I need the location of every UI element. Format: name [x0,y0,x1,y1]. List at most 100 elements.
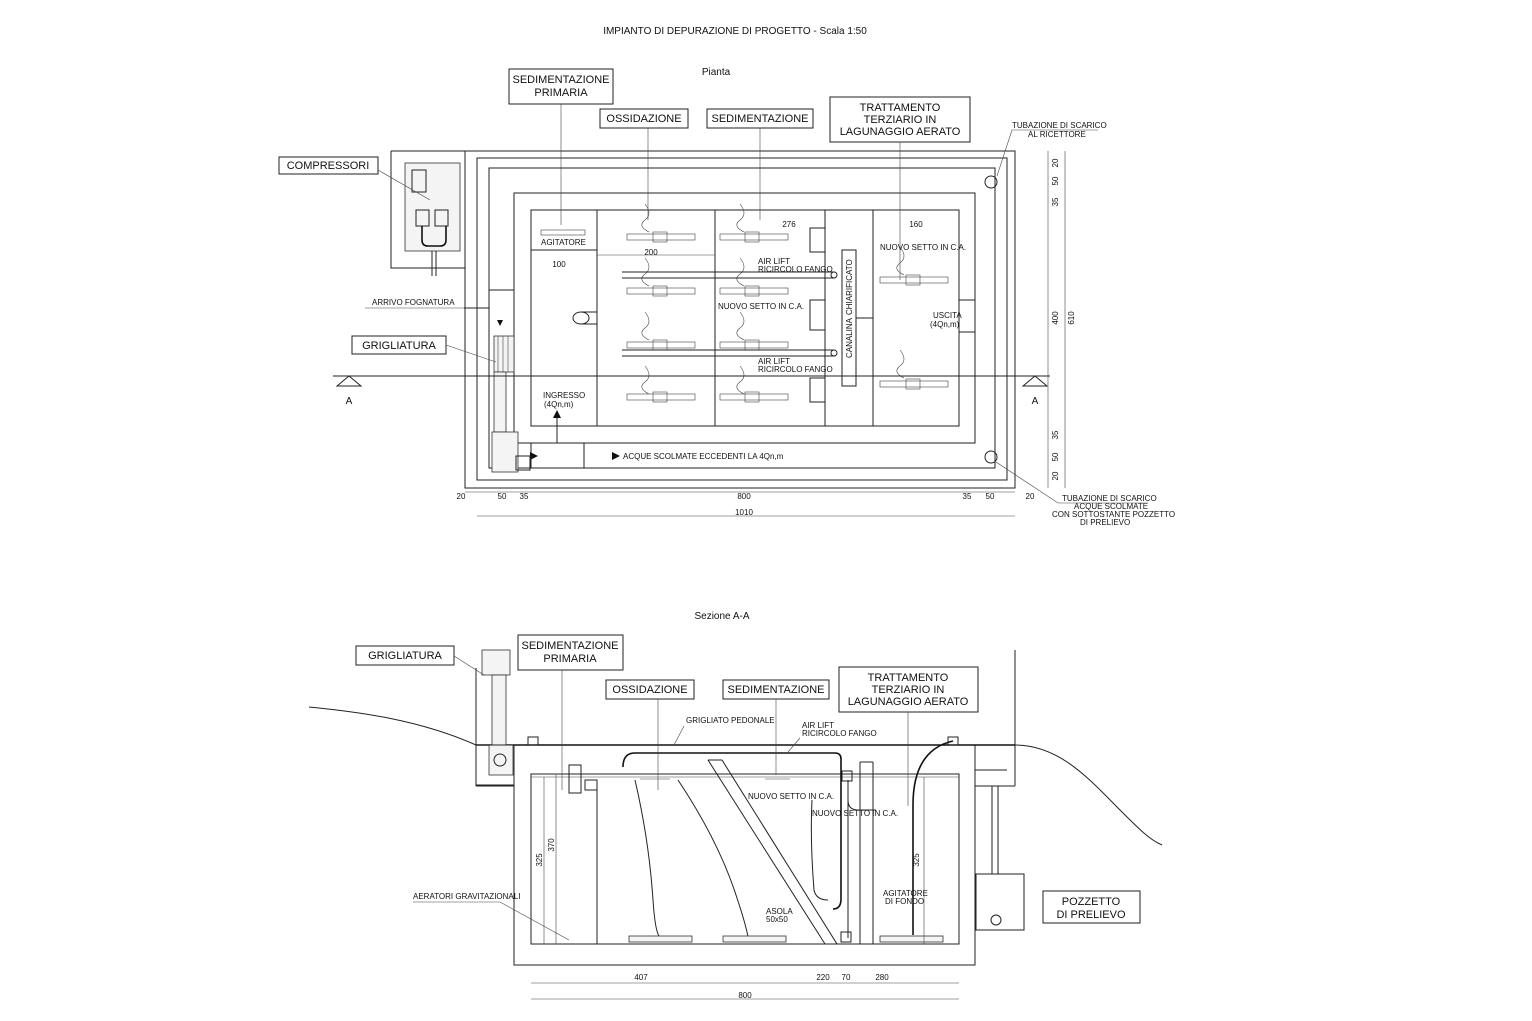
air-lift-pipes [622,271,838,357]
plan-tank-wall [513,192,976,444]
plan-aerators [540,203,949,403]
section-trattamento-line3: LAGUNAGGIO AERATO [848,696,969,708]
section-mark-right: A [1032,396,1039,407]
screen-equipment [464,289,531,473]
note-tubazione-ricettore-1: TUBAZIONE DI SCARICO [1012,121,1107,130]
dim-section-800: 800 [738,991,752,1000]
plan-outer-wall-inner [476,157,1008,481]
section-sed-primaria-box [517,634,624,671]
plan-sedimentazione-label: SEDIMENTAZIONE [712,113,809,125]
section-ossidazione-box [605,679,695,700]
section-grigliatura-label: GRIGLIATURA [368,650,442,662]
note-agitatore-fondo-1: AGITATORE [883,889,928,898]
dim-bottom-20a: 20 [457,492,466,501]
dim-section-280: 280 [875,973,889,982]
dim-bottom-35b: 35 [963,492,972,501]
note-asola-2: 50x50 [766,915,788,924]
section-tank-inner [530,773,960,945]
section-ossidazione-label: OSSIDAZIONE [612,684,687,696]
overflow-pipe-icon [984,450,998,464]
dim-section-220: 220 [816,973,830,982]
terrain-left [308,706,477,746]
dim-bottom-800: 800 [737,492,751,501]
note-arrivo-fognatura: ARRIVO FOGNATURA [372,298,455,307]
note-nuovo-setto-2: NUOVO SETTO IN C.A. [718,302,804,311]
dim-bottom-20b: 20 [1026,492,1035,501]
plan-trattamento-line1: TRATTAMENTO [860,102,941,114]
dim-v-20b: 20 [1051,471,1060,480]
dim-v-35a: 35 [1051,197,1060,206]
note-air-lift-b2: RICIRCOLO FANGO [758,365,833,374]
note-tubazione-scarico-4: DI PRELIEVO [1080,518,1130,527]
dim-v-50a: 50 [1051,176,1060,185]
dim-100: 100 [552,260,566,269]
compressor-unit [390,150,465,276]
note-grigliato-pedonale: GRIGLIATO PEDONALE [686,716,775,725]
note-nuovo-setto-1: NUOVO SETTO IN C.A. [880,243,966,252]
note-uscita-1: USCITA [933,311,962,320]
dim-total-1010: 1010 [735,508,753,517]
inlet-arrow-icon [553,410,561,418]
note-tubazione-scarico-3: CON SOTTOSTANTE POZZETTO [1052,510,1175,519]
dim-v-400: 400 [1051,311,1060,325]
plan-outlet [958,299,976,333]
section-sed-primaria-line2: PRIMARIA [543,653,597,665]
section-trattamento-line2: TERZIARIO IN [872,684,945,696]
plan-sed-primaria-box [508,68,614,105]
plan-trattamento-line2: TERZIARIO IN [864,114,937,126]
note-agitatore: AGITATORE [541,238,586,247]
dim-v-35b: 35 [1051,430,1060,439]
pozzetto-box [1042,890,1141,924]
dim-v-20a: 20 [1051,158,1060,167]
discharge-pipe-icon [984,175,998,189]
drawing-title: IMPIANTO DI DEPURAZIONE DI PROGETTO - Sc… [603,26,867,37]
note-uscita-2: (4Qn,m) [930,320,960,329]
plan-grigliatura-label: GRIGLIATURA [362,340,436,352]
dim-section-407: 407 [634,973,648,982]
note-air-lift-1: AIR LIFT [758,257,790,266]
plan-compressori-box [278,156,379,175]
dim-section-325a: 325 [535,853,544,867]
dim-v-610: 610 [1067,311,1076,325]
overflow-arrow-icon [530,452,538,460]
plan-heading: Pianta [702,67,731,78]
plan-basin-outline [488,167,996,469]
dim-200: 200 [644,248,658,257]
note-air-lift-b1: AIR LIFT [758,357,790,366]
note-chiarificato: CHIARIFICATO [845,259,854,315]
plan-sed-primaria-line1: SEDIMENTAZIONE [513,74,610,86]
note-agitatore-fondo-2: DI FONDO [885,897,924,906]
plan-compressori-label: COMPRESSORI [287,160,370,172]
note-aeratori: AERATORI GRAVITAZIONALI [413,892,520,901]
sampling-well [975,873,1025,931]
note-tubazione-scarico-1: TUBAZIONE DI SCARICO [1062,494,1157,503]
note-canalina: CANALINA [845,317,854,358]
dim-160: 160 [909,220,923,229]
plan-view: A A SEDIMENTAZIONE PRIMARIA OSSIDAZIONE … [278,68,1175,527]
plan-ossidazione-label: OSSIDAZIONE [606,113,681,125]
note-ingresso-2: (4Qn,m) [544,400,574,409]
note-tubazione-ricettore-2: AL RICETTORE [1028,130,1086,139]
note-section-air-lift-1: AIR LIFT [802,721,834,730]
section-diffusers [628,931,944,943]
note-tubazione-scarico-2: ACQUE SCOLMATE [1074,502,1148,511]
pozzetto-line1: POZZETTO [1062,896,1121,908]
flow-arrow-icon [612,452,620,460]
section-screen-unit [475,649,515,786]
note-air-lift-2: RICIRCOLO FANGO [758,265,833,274]
section-sedimentazione-label: SEDIMENTAZIONE [728,684,825,696]
section-trattamento-line1: TRATTAMENTO [868,672,949,684]
dim-v-50b: 50 [1051,452,1060,461]
terrain-right [1014,744,1163,846]
section-sed-primaria-line1: SEDIMENTAZIONE [522,640,619,652]
section-tank-wall [513,744,976,966]
note-acque-sfioro: ACQUE SCOLMATE ECCEDENTI LA 4Qn,m [623,452,784,461]
section-view: GRIGLIATURA SEDIMENTAZIONE PRIMARIA OSSI… [308,634,1163,1000]
plan-ossidazione-box [599,108,689,129]
pozzetto-line2: DI PRELIEVO [1056,909,1126,921]
dim-bottom-35a: 35 [520,492,529,501]
dim-bottom-50b: 50 [986,492,995,501]
plan-sed-primaria-line2: PRIMARIA [534,87,588,99]
plan-outer-wall [464,150,1016,489]
